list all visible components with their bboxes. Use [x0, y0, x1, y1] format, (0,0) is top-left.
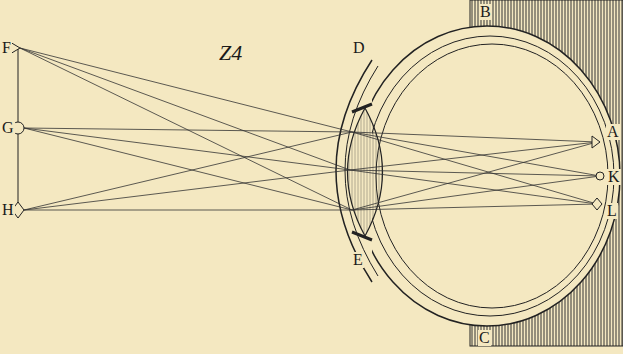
image-circle: [596, 172, 604, 180]
point-letter: E: [352, 252, 364, 268]
figure-number: Z4: [218, 42, 243, 64]
image-triangle: [592, 136, 600, 148]
image-diamond: [592, 198, 602, 210]
point-letter: F: [1, 40, 12, 56]
point-letter: B: [479, 4, 492, 20]
point-letter: L: [606, 203, 618, 219]
point-letter: G: [1, 120, 15, 136]
choroid: [366, 36, 614, 316]
point-letter: C: [478, 330, 491, 346]
light-rays: [20, 48, 600, 210]
point-letter: D: [352, 40, 366, 56]
point-letter: H: [1, 202, 15, 218]
point-letter: A: [606, 124, 620, 140]
retina: [376, 44, 608, 308]
point-letter: K: [607, 169, 621, 185]
